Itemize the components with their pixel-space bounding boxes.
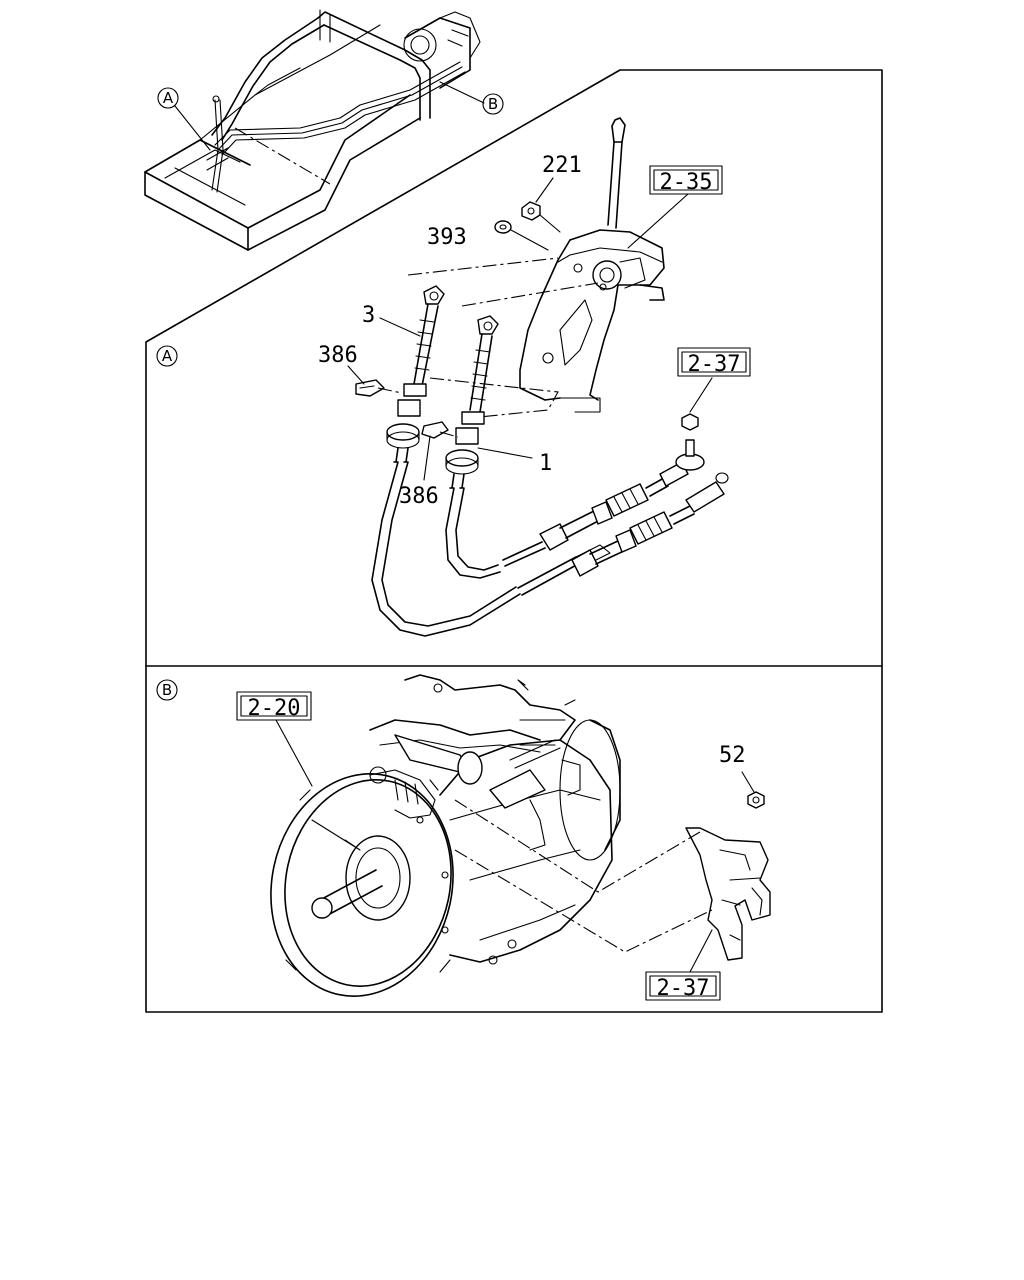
ref-label-2-37-bottom: 2-37 — [657, 976, 710, 1001]
ref-box-2-37-top: 2-37 — [677, 347, 751, 377]
section-b-transmission: B — [156, 674, 771, 997]
part-label-1: 1 — [539, 451, 552, 476]
part-label-386-top: 386 — [318, 343, 358, 368]
chassis-overview — [144, 9, 481, 251]
ref-label-2-35: 2-35 — [660, 170, 713, 195]
ref-box-2-20: 2-20 — [236, 691, 312, 721]
view-b-marker-overview: B — [488, 95, 498, 113]
detail-frame — [145, 69, 883, 1013]
part-label-3: 3 — [362, 303, 375, 328]
part-label-386-bottom: 386 — [399, 484, 439, 509]
view-a-marker: A — [162, 347, 173, 365]
section-a-shift-assembly: A — [156, 117, 729, 637]
ref-label-2-37-top: 2-37 — [688, 352, 741, 377]
ref-box-2-35: 2-35 — [649, 165, 723, 195]
part-label-52: 52 — [719, 743, 746, 768]
ref-box-2-37-bottom: 2-37 — [645, 971, 721, 1001]
overview-callout-b: B — [439, 81, 504, 115]
view-b-marker: B — [162, 681, 172, 699]
overview-callout-a: A — [157, 87, 211, 151]
view-a-marker-overview: A — [163, 89, 174, 107]
ref-label-2-20: 2-20 — [248, 696, 301, 721]
part-label-393: 393 — [427, 225, 467, 250]
part-label-221: 221 — [542, 153, 582, 178]
